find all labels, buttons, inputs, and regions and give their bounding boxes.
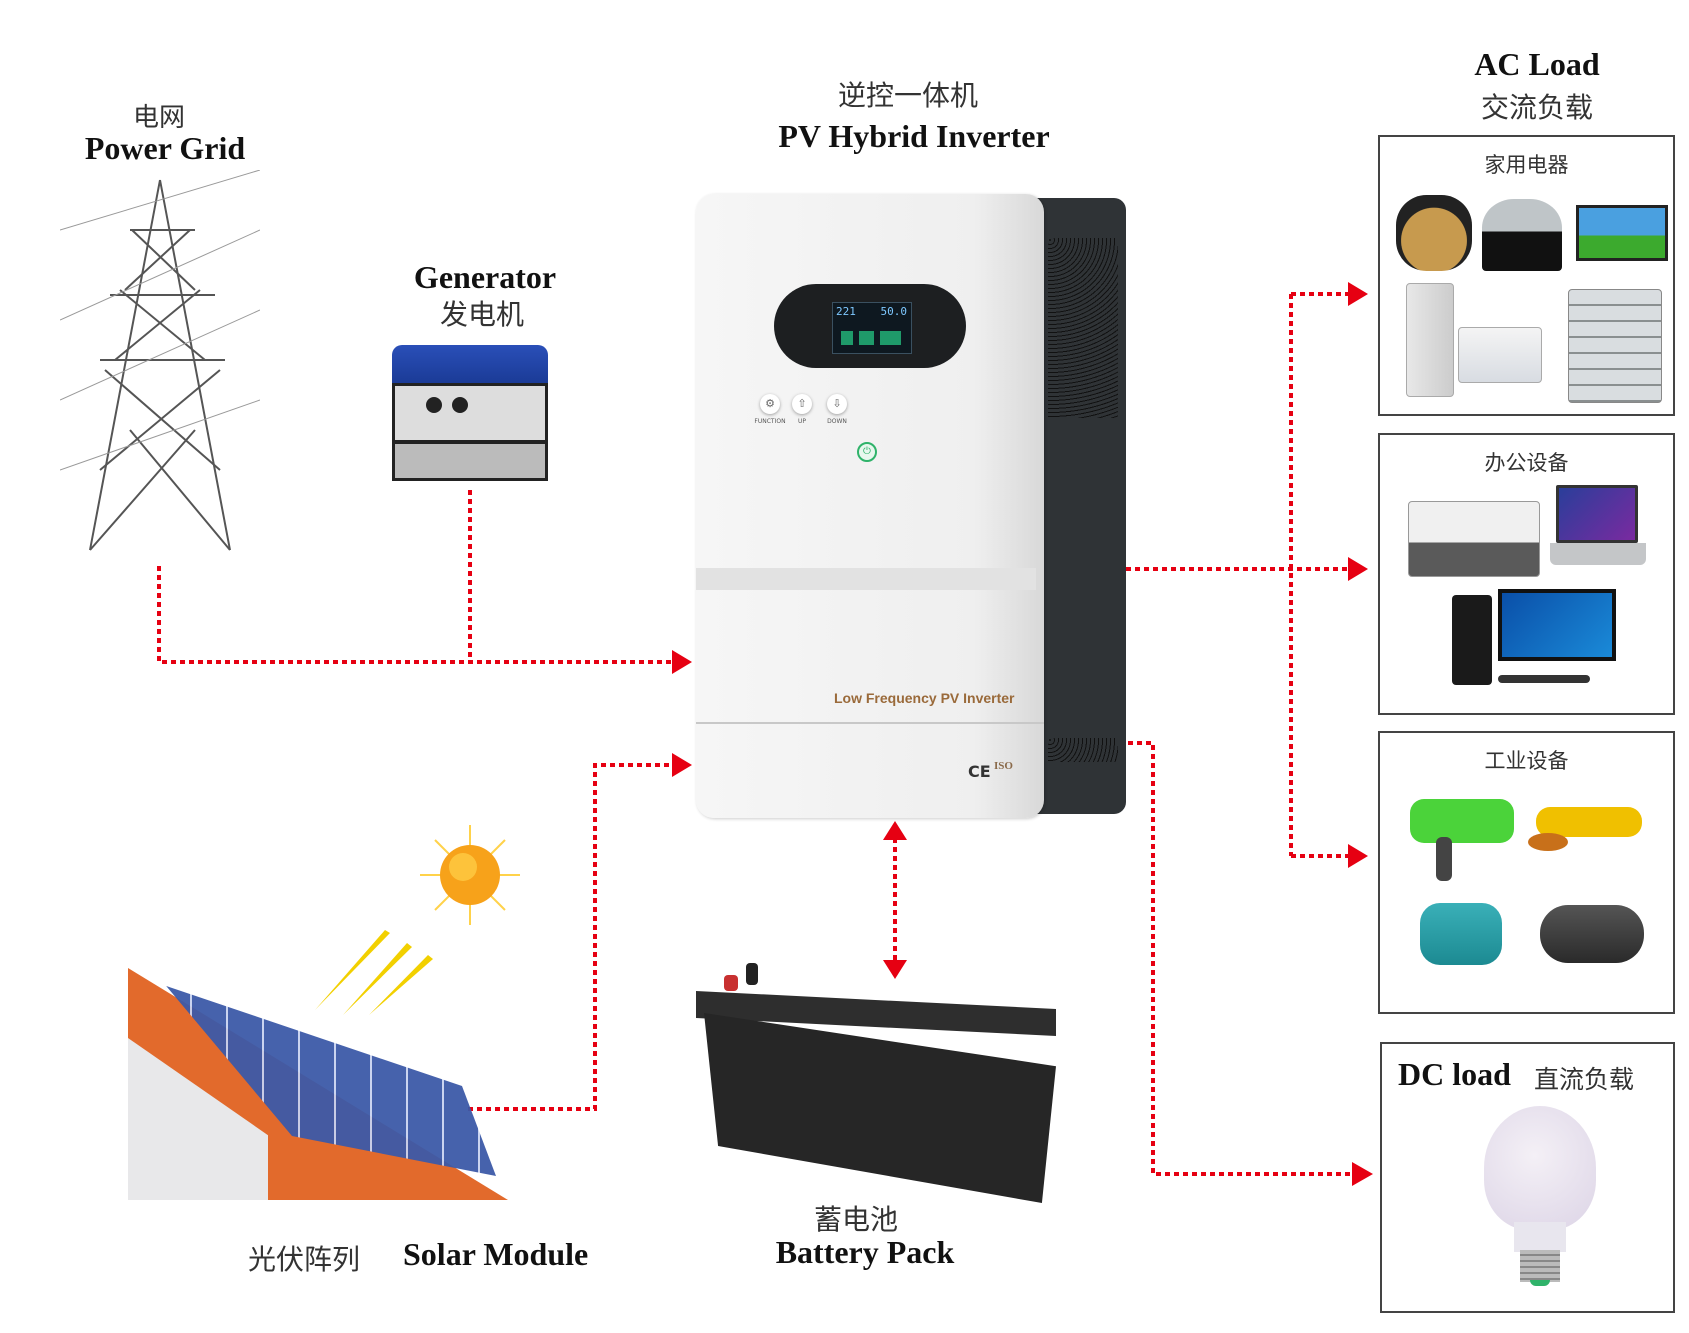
induction-cooker-icon	[1482, 199, 1562, 271]
function-button-label: FUNCTION	[754, 418, 786, 425]
pressure-cooker-icon	[1396, 195, 1472, 271]
power-tower-icon	[60, 170, 260, 551]
led-bulb-icon	[1484, 1106, 1596, 1230]
up-button-label: UP	[797, 418, 806, 425]
split-air-conditioner-icon	[1458, 327, 1542, 383]
lcd-flow-icons	[841, 331, 901, 345]
vent-grille	[1048, 238, 1118, 418]
arrow-battery-up	[883, 821, 907, 840]
panel-seam	[696, 722, 1044, 724]
air-compressor-icon	[1540, 905, 1644, 963]
inverter-title-cn: 逆控一体机	[837, 79, 979, 112]
battery-icon	[696, 963, 1066, 1208]
generator-icon	[382, 345, 558, 485]
ac-load-label-cn: 交流负载	[1480, 91, 1594, 124]
laptop-icon	[1556, 485, 1638, 543]
arrow-down-icon: ⇩	[827, 394, 847, 414]
angle-grinder-icon	[1536, 807, 1642, 837]
sun-icon	[315, 825, 520, 1015]
dc-connector	[1128, 741, 1352, 1176]
arrow-up-icon: ⇧	[792, 394, 812, 414]
bulb-tip	[1530, 1280, 1550, 1286]
arrow-ac-industry	[1348, 844, 1368, 868]
industrial-equipment-title: 工业设备	[1484, 749, 1569, 773]
desktop-tower-icon	[1452, 595, 1492, 685]
drill-handle	[1436, 837, 1452, 881]
electric-drill-icon	[1410, 799, 1514, 843]
home-appliances-box: 家用电器	[1378, 135, 1675, 416]
home-appliances-title: 家用电器	[1484, 153, 1569, 177]
arrow-ac-office	[1348, 557, 1368, 581]
fax-machine-icon	[1408, 501, 1540, 577]
grid-connector	[157, 566, 672, 664]
bulb-base	[1520, 1250, 1560, 1282]
arrow-solar	[672, 753, 692, 777]
solar-label-en: Solar Module	[403, 1236, 589, 1272]
lcd-bezel: 221 50.0	[774, 284, 966, 368]
lcd-right-value: 50.0	[880, 305, 908, 318]
electric-motor-icon	[1420, 903, 1502, 965]
arrow-dc	[1352, 1162, 1373, 1186]
television-icon	[1576, 205, 1668, 261]
office-equipment-box: 办公设备	[1378, 433, 1675, 715]
industrial-equipment-box: 工业设备	[1378, 731, 1675, 1014]
function-button[interactable]: ⚙ FUNCTION	[752, 394, 788, 430]
power-button[interactable]: ⏻	[857, 442, 877, 462]
down-button[interactable]: ⇩ DOWN	[822, 394, 852, 430]
ac-load-label-en: AC Load	[1474, 46, 1600, 82]
generator-label-en: Generator	[413, 259, 557, 295]
solar-house-icon	[128, 968, 528, 1200]
arrow-battery-down	[883, 960, 907, 979]
panel-seam	[696, 568, 1036, 590]
battery-label-cn: 蓄电池	[813, 1203, 899, 1236]
laptop-base	[1550, 543, 1646, 565]
lcd-screen: 221 50.0	[832, 302, 912, 354]
ce-mark: CE	[968, 762, 991, 781]
refrigerator-icon	[1568, 289, 1662, 403]
floor-air-conditioner-icon	[1406, 283, 1454, 397]
up-button[interactable]: ⇧ UP	[790, 394, 814, 430]
lcd-left-value: 221	[836, 305, 856, 318]
grid-label-en: Power Grid	[84, 130, 246, 166]
dc-load-box: DC load 直流负载	[1380, 1042, 1675, 1313]
down-button-label: DOWN	[827, 418, 847, 425]
iso-mark: ISO	[994, 760, 1013, 772]
arrow-grid	[672, 650, 692, 674]
inverter-model-text: Low Frequency PV Inverter	[834, 690, 1015, 706]
office-equipment-title: 办公设备	[1484, 451, 1569, 475]
dc-load-label-en: DC load	[1398, 1056, 1511, 1092]
grid-label-cn: 电网	[132, 103, 186, 133]
keyboard-icon	[1498, 675, 1590, 683]
hybrid-inverter: 221 50.0 ⚙ FUNCTION ⇧ UP ⇩ DOWN ⏻ Low Fr…	[696, 194, 1126, 818]
solar-label-cn: 光伏阵列	[248, 1243, 361, 1276]
arrow-ac-home	[1348, 282, 1368, 306]
solar-connector	[468, 763, 672, 1111]
generator-label-cn: 发电机	[439, 298, 525, 331]
battery-label-en: Battery Pack	[775, 1234, 955, 1270]
grinder-disc	[1528, 833, 1568, 851]
inverter-title-en: PV Hybrid Inverter	[778, 118, 1050, 154]
monitor-icon	[1498, 589, 1616, 661]
vent-grille	[1048, 738, 1118, 762]
dc-load-label-cn: 直流负载	[1534, 1065, 1635, 1094]
bulb-neck	[1514, 1222, 1566, 1252]
gear-icon: ⚙	[760, 394, 780, 414]
